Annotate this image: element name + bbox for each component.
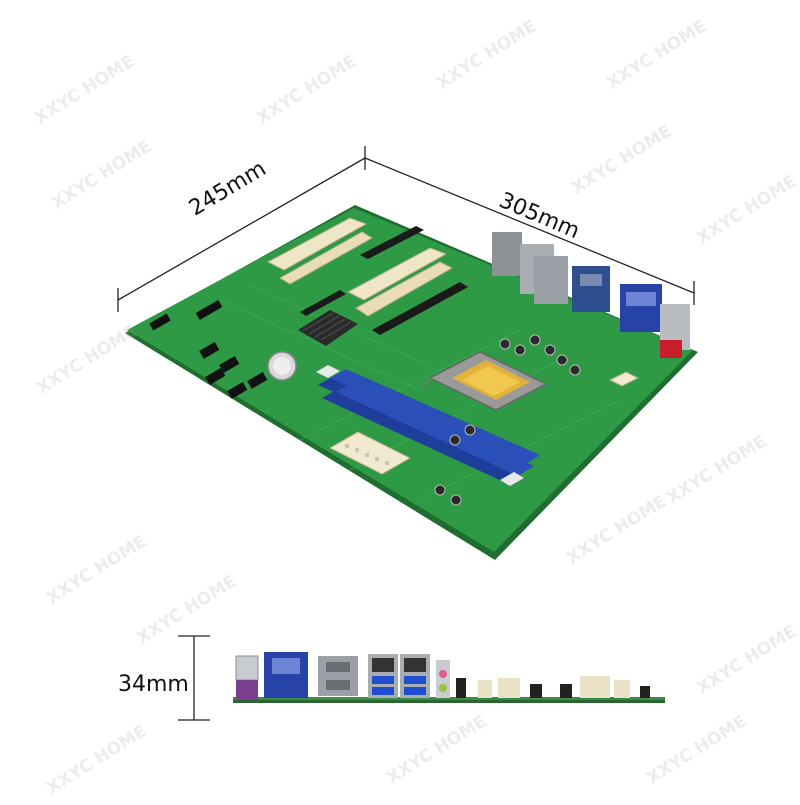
motherboard bbox=[125, 205, 698, 560]
dimm-slots bbox=[316, 365, 540, 486]
cpu-socket bbox=[423, 351, 548, 411]
io-lan-usb bbox=[492, 232, 522, 276]
cpu-power-connector bbox=[608, 371, 640, 387]
pcie-slot bbox=[372, 282, 468, 335]
io-vga-port bbox=[620, 284, 662, 332]
atx-power-connector bbox=[328, 431, 412, 475]
dimm-slot bbox=[322, 389, 520, 482]
pci-slot bbox=[266, 217, 368, 271]
side-view-connectors bbox=[235, 652, 650, 700]
sata-ports bbox=[149, 300, 268, 399]
pci-slots bbox=[266, 217, 454, 317]
io-panel-side-view bbox=[233, 652, 665, 703]
chipset-heatsink bbox=[298, 310, 358, 346]
width-dimension-line bbox=[117, 157, 366, 301]
pci-slot bbox=[346, 247, 448, 301]
length-dimension-line bbox=[364, 157, 695, 294]
pcie-slots bbox=[300, 226, 468, 335]
rear-io-panel bbox=[492, 232, 690, 358]
height-label: 34mm bbox=[118, 672, 189, 697]
dimension-lines bbox=[117, 146, 695, 721]
pcie-slot bbox=[360, 226, 424, 259]
capacitors bbox=[434, 334, 581, 506]
io-serial-ports bbox=[572, 266, 610, 312]
